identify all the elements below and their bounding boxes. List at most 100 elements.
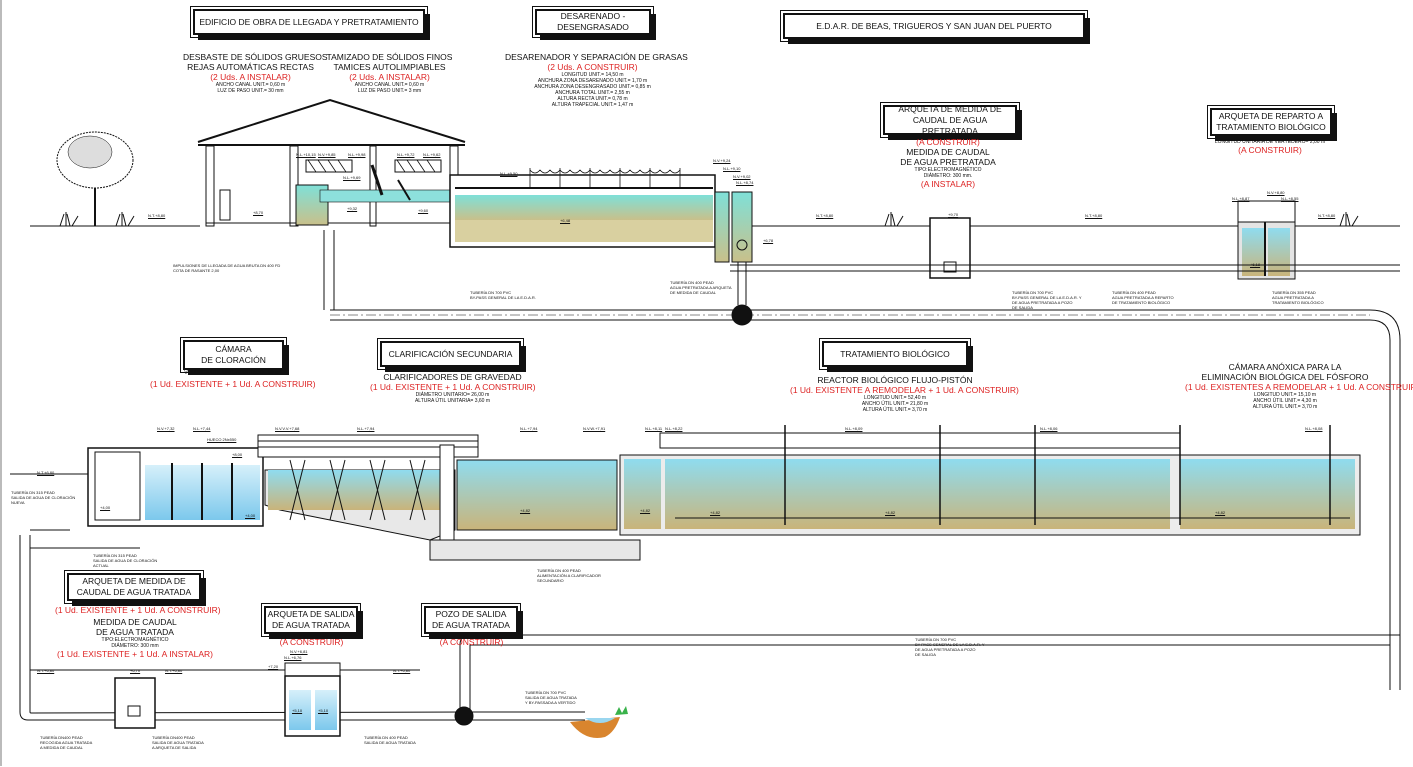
outlet-chamber-title1: ARQUETA DE SALIDA (267, 609, 355, 619)
pipe-note-line: DE AGUA PRETRATADA A POZO (915, 647, 976, 652)
title-box-outlet-well: POZO DE SALIDA DE AGUA TRATADA (421, 603, 521, 637)
level-ground: N.T.+8,80 (148, 213, 166, 218)
level-marker: N.L.+8,09 (845, 426, 863, 431)
level-marker: N.L.+8,11 (645, 426, 663, 431)
level-marker: N.L.+8,08 (1305, 426, 1323, 431)
hole-marker: HUECO 2Nx550 (207, 437, 237, 442)
pipe-note-line: ALIMENTACIÓN A CLARIFICADOR (537, 573, 601, 578)
level-marker: N.V.+6,81 (290, 649, 308, 654)
anoxic-length: LONGITUD UNIT.= 15,10 m (1253, 392, 1317, 398)
pipe-note-line: SALIDA DE AGUA DE CLORACIÓN (11, 495, 76, 500)
level-ground: N.T.+8,80 (1085, 213, 1103, 218)
pipe-note-line: AGUA PRETRATADA A ARQUETA (670, 285, 732, 290)
collection-pipe (19, 529, 1401, 726)
tree-icon (56, 131, 134, 226)
biological-length: LONGITUD UNIT.= 52,40 m (863, 395, 927, 401)
pipe-note-line: IMPULSIONES DE LLEGADA DE AGUA BRUTA DN … (173, 263, 281, 268)
pipe-note-line: DE TRATAMIENTO BIOLÓGICO (1112, 300, 1171, 305)
grit-removal-status: (2 Uds. A CONSTRUIR) (547, 62, 638, 72)
level-marker: +6,70 (130, 668, 141, 673)
level-marker: N.L.+8,22 (665, 426, 683, 431)
pipe-note-impulsiones: IMPULSIONES DE LLEGADA DE AGUA BRUTA DN … (173, 263, 280, 273)
title-box-grit-removal: DESARENADO - DESENGRASADO (532, 6, 654, 38)
pretreated-meter-line2: DE AGUA PRETRATADA (900, 157, 996, 167)
pretreated-meter-type: TIPO:ELECTROMAGNÉTICO (914, 167, 982, 173)
pipe-note-line: A MEDIDA DE CAUDAL (40, 745, 83, 750)
fine-screening-width: ANCHO CANAL UNIT.= 0,60 m (354, 82, 425, 88)
grit-detail: ALTURA RECTA UNIT.= 0,78 m (557, 96, 628, 102)
discharge-outfall (570, 706, 628, 738)
clarification-title: CLARIFICACIÓN SECUNDARIA (388, 348, 513, 359)
pipe-note-line: A ARQUETA DE SALIDA (152, 745, 197, 750)
fine-screening-line2: TAMICES AUTOLIMPIABLES (333, 62, 446, 72)
treated-meter-status2: (1 Ud. EXISTENTE + 1 Ud. A INSTALAR) (57, 649, 213, 659)
pipe-note-line: TUBERÍA DN400 PEAD (152, 735, 195, 740)
level-marker: +5,10 (292, 708, 303, 713)
pipe-note-line: SALIDA DE AGUA DE CLORACIÓN (93, 558, 158, 563)
pretreatment-title: EDIFICIO DE OBRA DE LLEGADA Y PRETRATAMI… (199, 16, 419, 27)
pretreated-meter-status2: (A INSTALAR) (920, 179, 976, 189)
treated-meter-type: TIPO:ELECTROMAGNÉTICO (101, 637, 169, 643)
bypass-pipe-top (323, 230, 1401, 690)
level-marker: +9,32 (347, 206, 358, 211)
screen-channel (295, 159, 451, 226)
treated-meter-diameter: DIÁMETRO: 300 mm (111, 643, 159, 649)
grit-detail: ANCHURA ZONA DESENGRASADO UNIT.= 0,85 m (534, 84, 651, 90)
level-marker: N.L.+8,55 (1281, 196, 1299, 201)
pretreated-meter-line1: MEDIDA DE CAUDAL (906, 147, 990, 157)
coarse-screening-status: (2 Uds. A INSTALAR) (210, 72, 291, 82)
level-marker: N.L.+9,62 (423, 152, 441, 157)
pipe-note-line: TUBERÍA DN 700 PVC (470, 290, 512, 295)
pipe-note-line: TUBERÍA DN 400 PEAD (1112, 290, 1156, 295)
treated-meter-status: (1 Ud. EXISTENTE + 1 Ud. A CONSTRUIR) (55, 605, 221, 615)
level-marker: +4,82 (520, 508, 531, 513)
pipe-note-line: TUBERÍA DN 400 PEAD (364, 735, 408, 740)
pipe-note-line: BY-PASS GENERAL DE LA E.D.A.R. Y (915, 642, 985, 647)
level-marker: N.L.+6,76 (284, 655, 302, 660)
pipe-note-pretreated-to-bio: TUBERÍA DN 355 PEAD AGUA PRETRATADA A TR… (1272, 290, 1324, 305)
grit-detail: ANCHURA ZONA DESARENADO UNIT.= 1,70 m (537, 78, 648, 84)
pipe-note-line: TUBERÍA DN 315 PEAD (11, 490, 55, 495)
title-box-biological: TRATAMIENTO BIOLÓGICO (819, 338, 971, 370)
outlet-chamber-label: (A CONSTRUIR) (264, 637, 359, 647)
pipe-note-line: AGUA PRETRATADA A REPARTO (1112, 295, 1174, 300)
level-marker: N.L.+9,98 (348, 152, 366, 157)
grit-removal-tank (449, 168, 753, 263)
level-marker: +4,00 (100, 505, 111, 510)
pipe-note-bypass-general: TUBERÍA DN 700 PVC BY-PASS GENERAL DE LA… (470, 290, 536, 300)
level-marker: N.L.+10,15 (296, 152, 316, 157)
level-marker: N.L.+9,72 (397, 152, 415, 157)
level-ground-low: N.T.+6,80 (37, 668, 55, 673)
pipe-note-bypass-to-well: TUBERÍA DN 700 PVC BY-PASS GENERAL DE LA… (1012, 290, 1082, 310)
level-marker: N.L.+8,06 (1040, 426, 1058, 431)
pipe-note-line: RECOGIDA AGUA TRATADA (40, 740, 93, 745)
pipe-note-line: ACTUAL (93, 563, 109, 568)
level-marker: N.L.+8,74 (736, 180, 754, 185)
outlet-chamber (284, 662, 341, 737)
pipe-note-treated-outlet: TUBERÍA DN 400 PEAD SALIDA DE AGUA TRATA… (364, 735, 416, 745)
anoxic-height: ALTURA ÚTIL UNIT.= 3,70 m (1252, 404, 1318, 410)
title-box-outlet-chamber: ARQUETA DE SALIDA DE AGUA TRATADA (261, 603, 361, 637)
pipe-note-line: SALIDA DE AGUA TRATADA (525, 695, 577, 700)
level-marker: +9,70 (948, 212, 959, 217)
anoxic-width: ANCHO ÚTIL UNIT.= 4,30 m (1253, 398, 1317, 404)
secondary-clarifier (257, 434, 641, 561)
level-ground-low: N.T.+6,80 (165, 668, 183, 673)
level-marker: N.V.+9,85 (318, 152, 336, 157)
coarse-screening-line2: REJAS AUTOMÁTICAS RECTAS (187, 62, 314, 72)
treated-meter-title2: CAUDAL DE AGUA TRATADA (76, 587, 192, 597)
clarification-diameter: DIÁMETRO UNITARIO= 26,00 m (415, 392, 490, 398)
level-marker: +4,82 (640, 508, 651, 513)
anoxic-line1: CÁMARA ANÓXICA PARA LA (1228, 362, 1342, 372)
coarse-screening-line1: DESBASTE DE SÓLIDOS GRUESOS (183, 52, 328, 62)
pipe-note-outlet-feed: TUBERÍA DN400 PEAD SALIDA DE AGUA TRATAD… (152, 735, 204, 750)
pipe-note-bypass-to-well-2: TUBERÍA DN 700 PVC BY-PASS GENERAL DE LA… (915, 637, 985, 657)
distribution-chamber (1237, 200, 1296, 280)
coarse-screening-label: DESBASTE DE SÓLIDOS GRUESOS REJAS AUTOMÁ… (183, 52, 328, 94)
outlet-well-status: (A CONSTRUIR) (439, 637, 504, 647)
pipe-note-line: DE SALIDA (1012, 305, 1033, 310)
pretreated-meter-status: (A CONSTRUIR) (916, 137, 980, 147)
chlorination-volume: VOLUMEN ÚTIL UNIT. ADOPTADO= 80 m³ (184, 370, 281, 376)
pipe-note-discharge: TUBERÍA DN 700 PVC SALIDA DE AGUA TRATAD… (525, 690, 577, 705)
